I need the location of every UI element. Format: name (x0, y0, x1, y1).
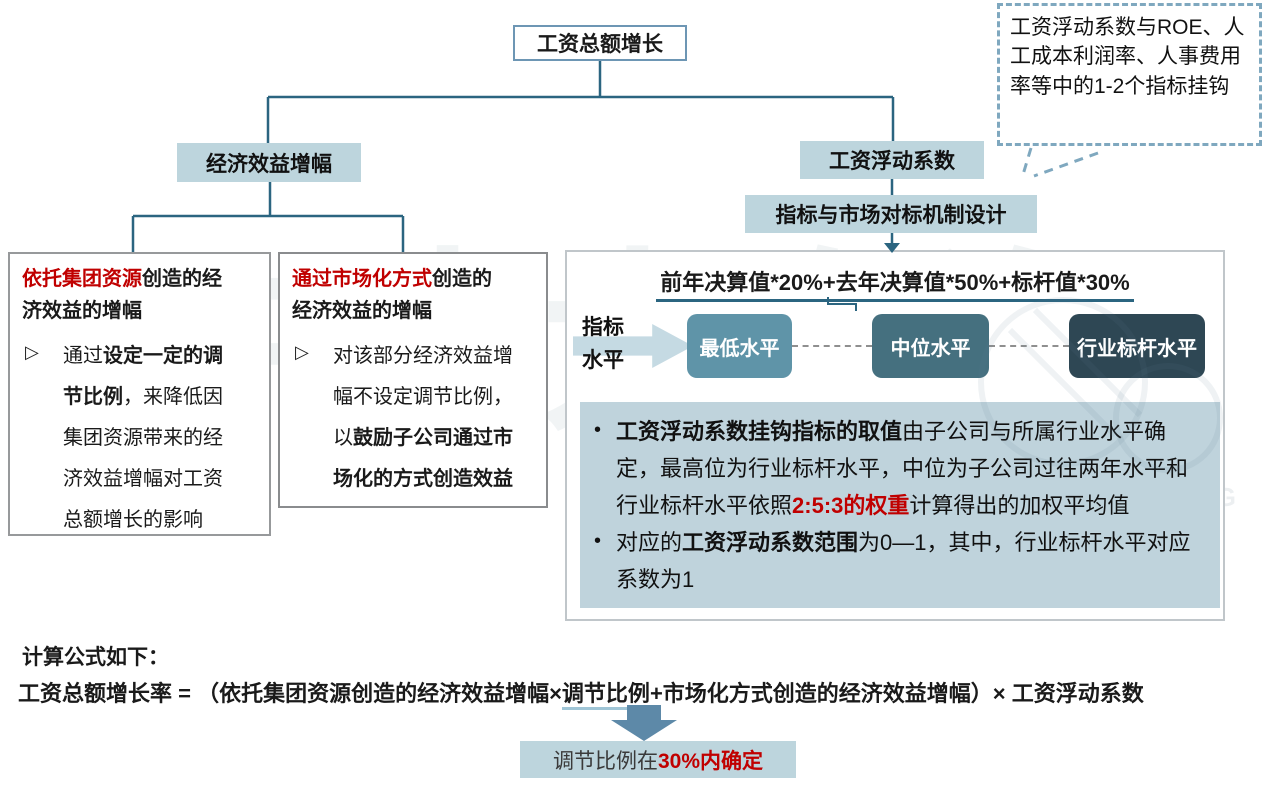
box2-bullet-pre: 对该部分经济效益增幅不设定调节比例，以 (333, 345, 513, 449)
note1-bold: 工资浮动系数挂钩指标的取值 (616, 419, 903, 444)
axis-label-line2: 水平 (582, 348, 624, 372)
box1-title: 依托集团资源创造的经济效益的增幅 (22, 263, 238, 327)
level-box-industry-benchmark: 行业标杆水平 (1069, 314, 1205, 378)
box1-bullet-post: ，来降低因集团资源带来的经济效益增幅对工资总额增长的影响 (63, 386, 223, 531)
box2-bullet-text: 对该部分经济效益增幅不设定调节比例，以鼓励子公司通过市场化的方式创造效益 (333, 336, 527, 500)
benchmark-formula: 前年决算值*20%+去年决算值*50%+标杆值*30% (656, 265, 1134, 302)
down-arrow-icon (611, 705, 677, 741)
level-box-lowest: 最低水平 (687, 314, 792, 378)
note-box-pre: 调节比例在 (552, 749, 658, 773)
header-benchmark-mechanism: 指标与市场对标机制设计 (745, 195, 1037, 233)
callout-tail-line (1020, 147, 1033, 179)
calc-formula-pre: 工资总额增长率 = （依托集团资源创造的经济效益增幅× (18, 681, 562, 706)
calc-formula-post: +市场化方式创造的经济效益增幅）× 工资浮动系数 (649, 681, 1144, 706)
calc-heading: 计算公式如下： (22, 646, 169, 669)
box2-bullet-bold: 鼓励子公司通过市场化的方式创造效益 (333, 427, 513, 490)
box1-bullet: ▷ 通过设定一定的调节比例，来降低因集团资源带来的经济效益增幅对工资总额增长的影… (22, 336, 257, 541)
box-group-resource-benefit: 依托集团资源创造的经济效益的增幅 ▷ 通过设定一定的调节比例，来降低因集团资源带… (8, 252, 271, 536)
coefficient-notes-box: • 工资浮动系数挂钩指标的取值由子公司与所属行业水平确定，最高位为行业标杆水平，… (580, 402, 1220, 608)
indicator-level-axis: 指标 水平 (573, 312, 693, 378)
header-wage-float-coefficient: 工资浮动系数 (800, 141, 984, 179)
level-box-median: 中位水平 (872, 314, 989, 378)
note1-red: 2:5:3的权重 (792, 492, 910, 518)
dashed-connector (792, 345, 872, 347)
root-box-wage-total-growth: 工资总额增长 (513, 25, 687, 61)
box1-title-red: 依托集团资源 (22, 268, 142, 290)
note2-post: 为0—1，其中，行业标杆水平对应系数为1 (616, 529, 1191, 592)
callout-tail-line (1033, 151, 1099, 178)
bullet-arrow-icon: ▷ (295, 342, 309, 362)
note-2: • 对应的工资浮动系数范围为0—1，其中，行业标杆水平对应系数为1 (594, 525, 1206, 599)
note-box-red: 30%内确定 (657, 749, 764, 773)
box1-bullet-pre: 通过 (63, 345, 103, 367)
note-1: • 工资浮动系数挂钩指标的取值由子公司与所属行业水平确定，最高位为行业标杆水平，… (594, 414, 1206, 525)
box2-bullet: ▷ 对该部分经济效益增幅不设定调节比例，以鼓励子公司通过市场化的方式创造效益 (292, 336, 534, 500)
box1-bullet-text: 通过设定一定的调节比例，来降低因集团资源带来的经济效益增幅对工资总额增长的影响 (63, 336, 235, 541)
box2-title: 通过市场化方式创造的经济效益的增幅 (292, 263, 508, 327)
note1-mid: 由子公司与所属行业水平确定，最高位为行业标杆水平，中位为子公司过往两年水平和行业… (616, 419, 1189, 518)
calc-formula-adjust-ratio: 调节比例 (561, 681, 650, 710)
box-market-benefit: 通过市场化方式创造的经济效益的增幅 ▷ 对该部分经济效益增幅不设定调节比例，以鼓… (278, 252, 548, 508)
bullet-dot-icon: • (594, 529, 602, 552)
axis-label: 指标 水平 (582, 312, 624, 377)
box1-title-rest: 创造的经济效益的增幅 (22, 268, 222, 322)
note2-pre: 对应的 (616, 529, 683, 555)
calc-formula: 工资总额增长率 = （依托集团资源创造的经济效益增幅×调节比例+市场化方式创造的… (18, 676, 1144, 710)
callout-bubble: 工资浮动系数与ROE、人工成本利润率、人事费用率等中的1-2个指标挂钩 (997, 3, 1262, 146)
axis-label-line1: 指标 (582, 316, 624, 339)
note-2-text: 对应的工资浮动系数范围为0—1，其中，行业标杆水平对应系数为1 (616, 525, 1206, 599)
panel-formula-row: 前年决算值*20%+去年决算值*50%+标杆值*30% (567, 265, 1223, 302)
dashed-connector (989, 345, 1069, 347)
bullet-dot-icon: • (594, 419, 602, 441)
note2-bold: 工资浮动系数范围 (682, 529, 859, 555)
box2-title-rest: 创造的经济效益的增幅 (292, 268, 492, 322)
header-economic-benefit-growth: 经济效益增幅 (177, 143, 361, 182)
benchmark-panel: 前年决算值*20%+去年决算值*50%+标杆值*30% 指标 水平 最低水平 中… (565, 250, 1225, 621)
note-1-text: 工资浮动系数挂钩指标的取值由子公司与所属行业水平确定，最高位为行业标杆水平，中位… (616, 414, 1206, 525)
box2-title-red: 通过市场化方式 (292, 268, 432, 290)
note1-post: 计算得出的加权平均值 (909, 492, 1130, 518)
box1-bullet-bold: 设定一定的调节比例 (63, 345, 223, 408)
bullet-arrow-icon: ▷ (25, 342, 39, 362)
